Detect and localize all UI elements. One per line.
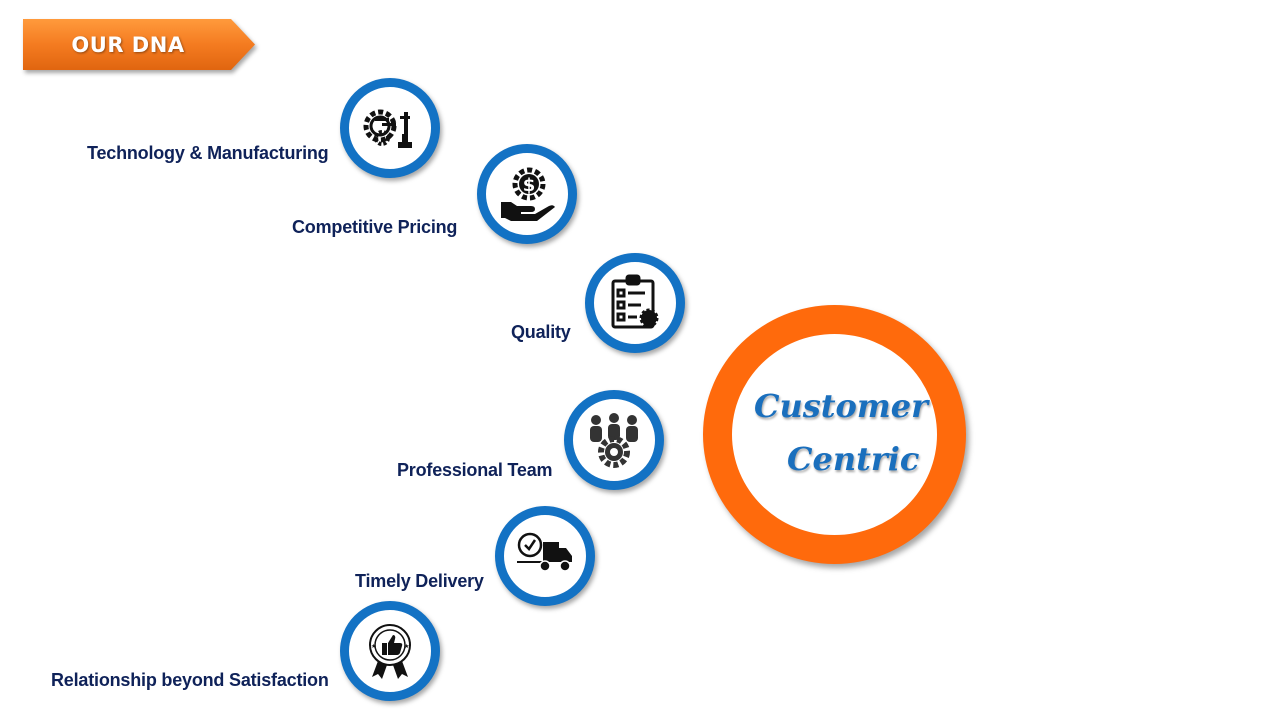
label-timely-delivery: Timely Delivery [355, 571, 484, 591]
our-dna-banner: OUR DNA [23, 19, 255, 70]
center-text-customer: Customer [754, 387, 928, 425]
banner-arrow-shape [23, 19, 255, 70]
team-gear-icon [590, 413, 638, 468]
customer-centric-ring [703, 305, 966, 564]
label-professional-team: Professional Team [397, 460, 553, 480]
label-relationship-beyond-satisfaction: Relationship beyond Satisfaction [51, 670, 329, 690]
relationship-badge: ★ ★ [340, 601, 440, 701]
timely-delivery-badge [495, 506, 595, 606]
hand-dollar-gear-icon: $ [501, 167, 555, 221]
clock-truck-icon [517, 532, 572, 572]
competitive-pricing-badge: $ [477, 144, 577, 244]
clipboard-checklist-badge-icon [611, 274, 659, 329]
label-competitive-pricing: Competitive Pricing [292, 217, 458, 237]
svg-text:★: ★ [371, 643, 376, 650]
label-quality: Quality [511, 322, 571, 342]
center-text-centric: Centric [787, 440, 920, 478]
svg-text:★: ★ [404, 643, 409, 650]
quality-badge [585, 253, 685, 353]
banner-title: OUR DNA [71, 32, 185, 57]
gear-microscope-icon [363, 109, 412, 148]
technology-manufacturing-badge [340, 78, 440, 178]
thumbs-up-award-icon: ★ ★ [369, 624, 411, 679]
svg-text:$: $ [523, 175, 536, 196]
label-technology-manufacturing: Technology & Manufacturing [87, 143, 329, 163]
professional-team-badge [564, 390, 664, 490]
